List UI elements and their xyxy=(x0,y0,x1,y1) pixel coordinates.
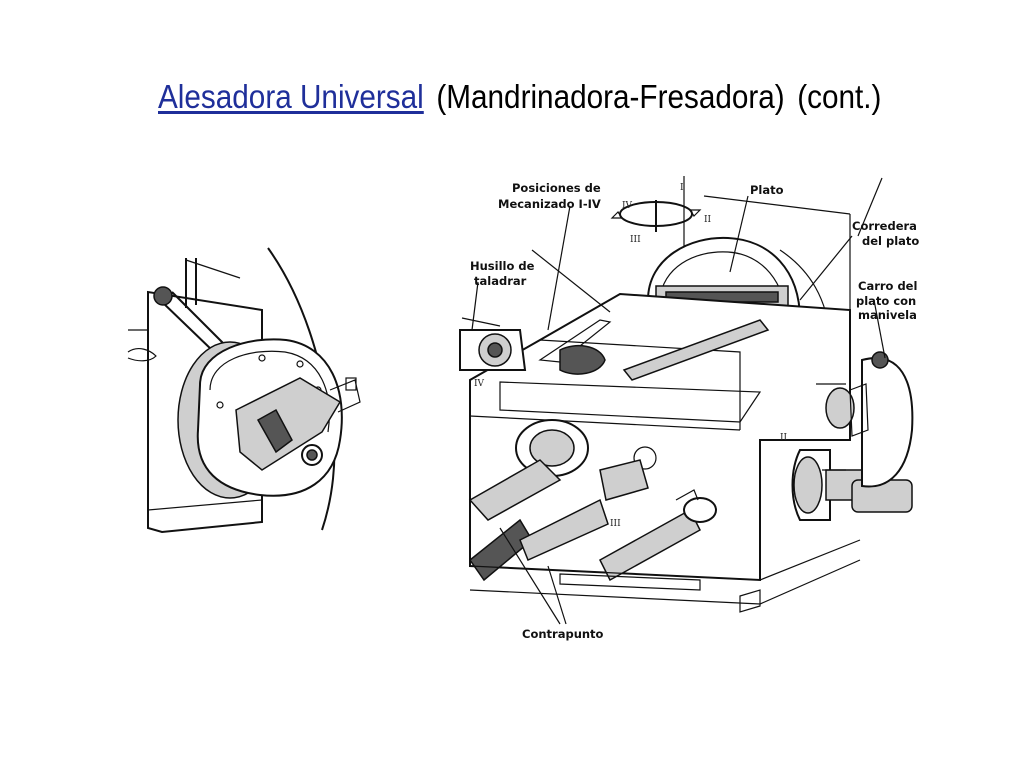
title-suffix: (cont.) xyxy=(797,78,882,115)
label-carro-3: manivela xyxy=(858,308,917,322)
label-plato: Plato xyxy=(750,183,784,197)
roman-ii-2: II xyxy=(780,433,788,443)
faceplate-drawing xyxy=(127,247,361,534)
roman-iii: III xyxy=(630,235,641,245)
title-subtitle: (Mandrinadora-Fresadora) xyxy=(436,78,785,115)
roman-iv-2: IV xyxy=(474,379,485,389)
roman-i: I xyxy=(680,183,684,193)
label-husillo-1: Husillo de xyxy=(470,259,535,273)
label-posiciones-2: Mecanizado I-IV xyxy=(498,197,601,211)
label-corredera-1: Corredera xyxy=(852,219,917,233)
machine-drawing xyxy=(459,176,914,625)
label-carro-2: plato con xyxy=(856,294,916,308)
title-link[interactable]: Alesadora Universal xyxy=(158,78,424,115)
label-posiciones-1: Posiciones de xyxy=(512,181,601,195)
slide-title: Alesadora Universal (Mandrinadora-Fresado… xyxy=(158,78,901,116)
roman-iv: IV xyxy=(622,201,633,211)
label-contrapunto: Contrapunto xyxy=(522,627,604,641)
label-corredera-2: del plato xyxy=(862,234,919,248)
roman-ii: II xyxy=(704,215,712,225)
label-husillo-2: taladrar xyxy=(474,274,527,288)
roman-iii-2: III xyxy=(610,519,621,529)
label-carro-1: Carro del xyxy=(858,279,917,293)
